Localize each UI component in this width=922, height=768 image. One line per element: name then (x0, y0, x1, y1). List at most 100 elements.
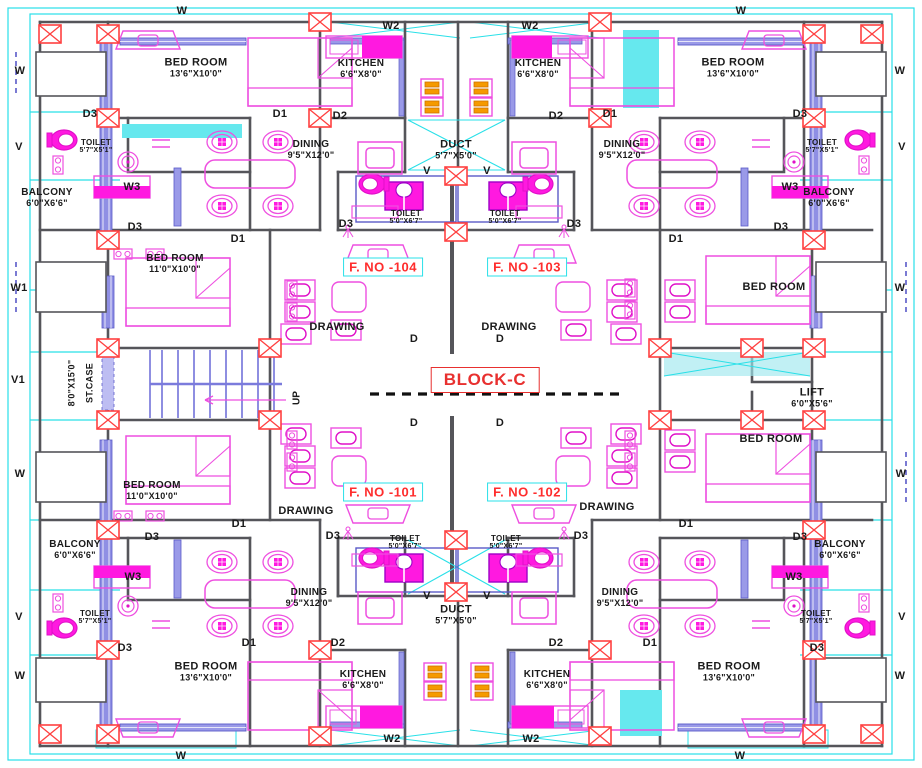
door-tag: D (409, 417, 419, 430)
window-tag: W1 (10, 282, 28, 295)
window-tag: W (894, 670, 906, 683)
room-dimension: 5'0"X6'7" (389, 218, 423, 226)
flat-number-101: F. NO -101 (343, 482, 423, 502)
room-name: DINING (292, 139, 330, 151)
threshold-fill (623, 30, 659, 108)
room-dimension: 5'7"X5'1" (799, 618, 833, 626)
door-tag: D3 (144, 531, 160, 544)
door-tag: D3 (792, 108, 808, 121)
room-name: BED ROOM (739, 433, 803, 446)
room-name: BED ROOM (146, 253, 204, 265)
window-tag: W (734, 750, 746, 763)
window-tag: V (898, 141, 906, 154)
room-name: BED ROOM (701, 56, 765, 69)
window-tag: V1 (10, 374, 26, 387)
room-dimension: 5'0"X6'7" (388, 543, 422, 551)
door-tag: D3 (573, 530, 589, 543)
room-name: BED ROOM (697, 660, 761, 673)
room-dimension: 5'7"X5'0" (435, 615, 477, 626)
room-dimension: 13'6"X10'0" (706, 68, 760, 79)
room-name: TOILET (806, 138, 838, 148)
door-tag: D1 (668, 233, 684, 246)
door-tag: D (495, 417, 505, 430)
window-tag: W3 (785, 571, 803, 584)
room-name: TOILET (389, 534, 421, 544)
dining-set-bl (204, 550, 296, 638)
balcony-planters (93, 175, 829, 589)
room-name: BALCONY (49, 539, 101, 551)
kitchen-counters (325, 35, 589, 729)
door-tag: D3 (127, 221, 143, 234)
door-tag: D2 (548, 637, 564, 650)
window-tag: W2 (521, 20, 539, 33)
toilet-fixtures-tr (752, 129, 876, 175)
door-tag: D3 (325, 530, 341, 543)
flat-number-102: F. NO -102 (487, 482, 567, 502)
window-tag: W (176, 5, 188, 18)
door-tag: D (495, 333, 505, 346)
room-name: DINING (603, 139, 641, 151)
door-tag: D2 (548, 110, 564, 123)
room-dimension: 6'0"X6'6" (26, 197, 68, 208)
staircase (149, 350, 282, 418)
door-tag: D3 (773, 221, 789, 234)
window-tag: V (15, 141, 23, 154)
room-name: KITCHEN (339, 669, 387, 681)
room-name: BED ROOM (174, 660, 238, 673)
window-tag: V (423, 590, 431, 603)
door-tag: D1 (272, 108, 288, 121)
door-tag: D1 (678, 518, 694, 531)
flat-number-104: F. NO -104 (343, 257, 423, 277)
room-dimension: 9'5"X12'0" (285, 597, 333, 608)
setback-lines (7, 7, 915, 761)
room-dimension: 6'0"X6'6" (819, 549, 861, 560)
room-dimension: 9'5"X12'0" (596, 597, 644, 608)
dining-set-tl (204, 130, 296, 218)
area-label: DRAWING (278, 505, 334, 518)
room-dimension: 9'5"X12'0" (598, 149, 646, 160)
window-tag: W (895, 468, 907, 481)
door-tag: D3 (82, 108, 98, 121)
room-name: TOILET (800, 609, 832, 619)
room-dimension: 6'0"X6'6" (54, 549, 96, 560)
room-name: TOILET (390, 209, 422, 219)
door-tag: D3 (809, 642, 825, 655)
room-dimension: 6'0"X6'6" (808, 197, 850, 208)
staircase-name-label: ST.CASE (84, 362, 95, 404)
door-tag: D1 (230, 233, 246, 246)
block-label: BLOCK-C (430, 367, 540, 393)
door-tag: D (409, 333, 419, 346)
window-tag: V (483, 590, 491, 603)
door-tag: D1 (231, 518, 247, 531)
toilet-fixtures-bl (46, 593, 170, 639)
door-tag: D2 (332, 110, 348, 123)
door-tag: D1 (602, 108, 618, 121)
door-tag: D3 (117, 642, 133, 655)
room-name: TOILET (79, 609, 111, 619)
sofa-group-102 (511, 423, 642, 524)
room-name: TOILET (489, 209, 521, 219)
room-dimension: 6'6"X8'0" (340, 68, 382, 79)
window-tag: W2 (522, 733, 540, 746)
room-name: DINING (601, 587, 639, 599)
window-tag: W (894, 282, 906, 295)
window-tag: W3 (124, 571, 142, 584)
